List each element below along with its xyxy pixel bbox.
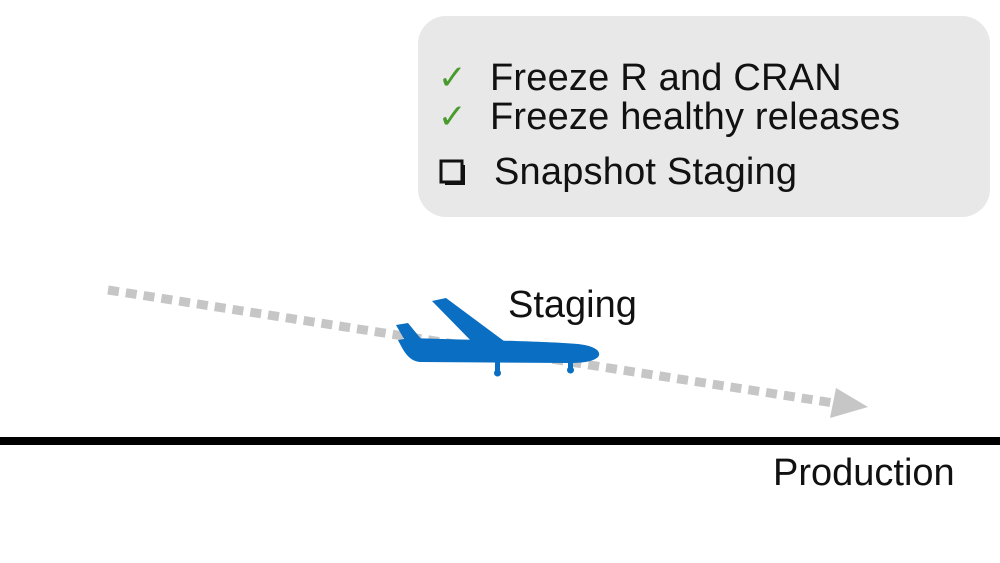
airplane-icon — [396, 298, 600, 377]
checklist-item: Snapshot Staging — [438, 148, 797, 196]
staging-label: Staging — [508, 284, 637, 326]
checkmark-icon: ✓ — [438, 58, 467, 98]
checkmark-icon: ✓ — [438, 97, 467, 137]
checklist-item-label: Snapshot Staging — [494, 150, 798, 193]
checklist-panel: ✓ Freeze R and CRAN ✓ Freeze healthy rel… — [418, 16, 990, 217]
checklist-item: ✓ Freeze R and CRAN — [438, 54, 842, 102]
checkbox-icon — [438, 152, 494, 192]
flight-path-arrowhead — [830, 388, 868, 418]
checklist-item: ✓ Freeze healthy releases — [438, 93, 900, 141]
production-label: Production — [773, 452, 955, 494]
checklist-item-label: Freeze healthy releases — [490, 95, 901, 138]
checklist-item-label: Freeze R and CRAN — [490, 56, 842, 99]
